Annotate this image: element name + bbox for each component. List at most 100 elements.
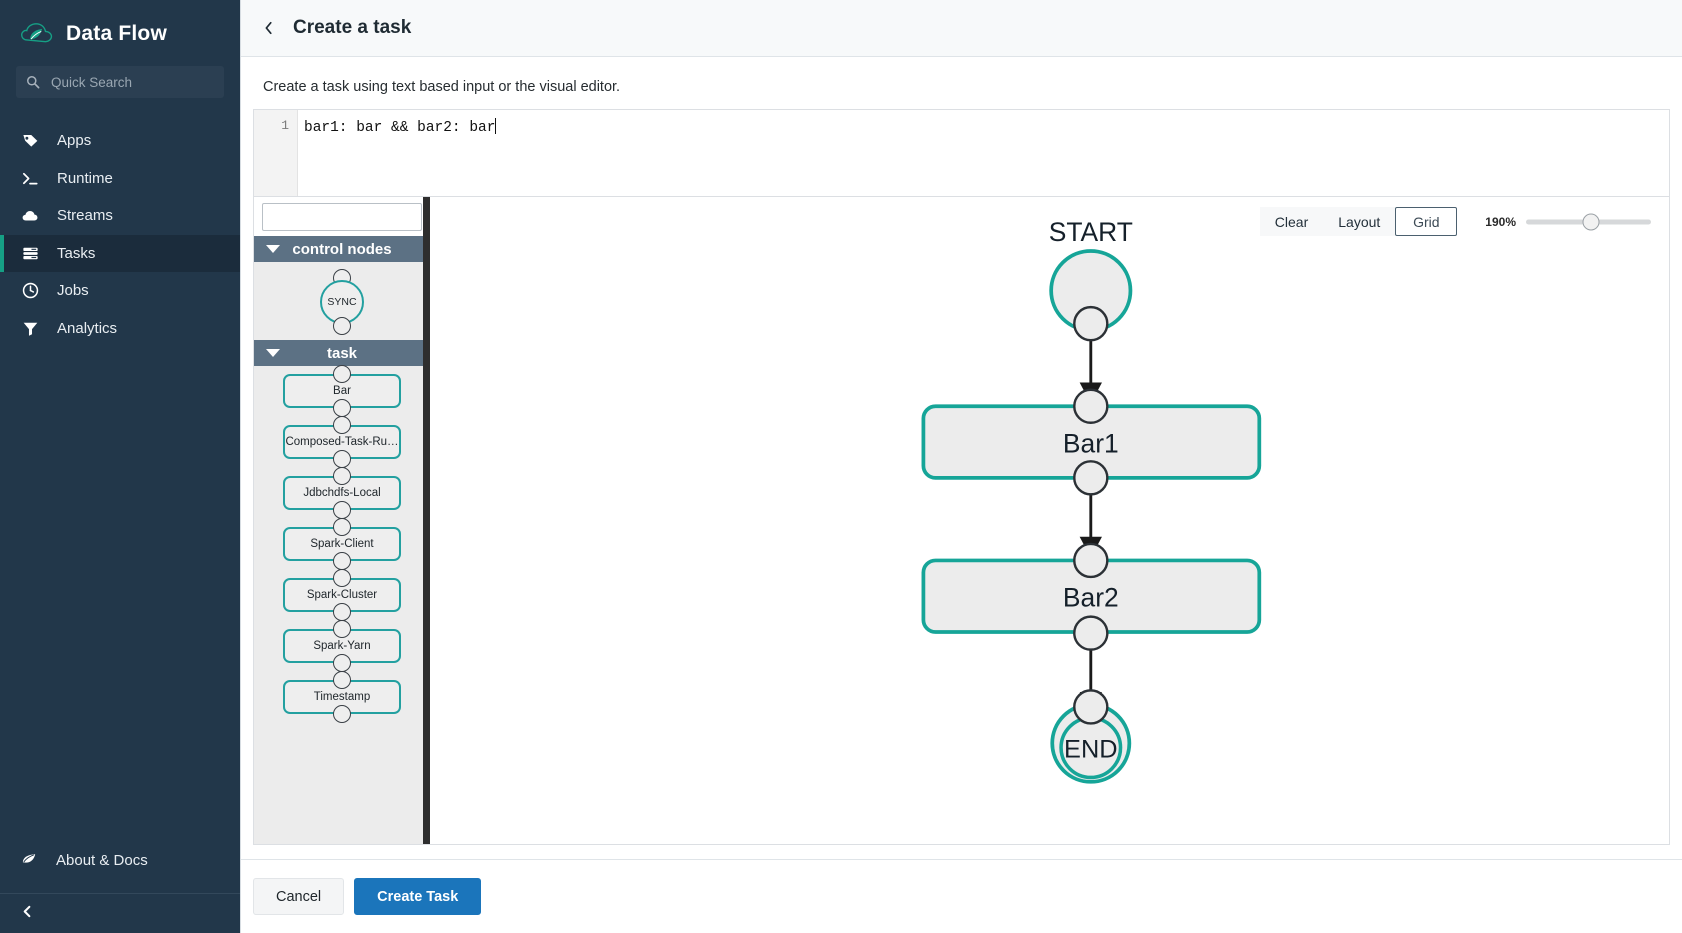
clock-icon <box>20 281 40 301</box>
back-button[interactable] <box>261 19 277 37</box>
palette-group-label: task <box>326 344 358 362</box>
palette-node[interactable]: Bar <box>283 365 401 417</box>
palette-group-body: SYNC <box>254 262 430 340</box>
palette-group-task[interactable]: task <box>254 340 430 366</box>
node-port-top[interactable] <box>333 365 351 383</box>
editor-content[interactable]: bar1: bar && bar2: bar <box>298 110 497 196</box>
chevron-left-icon <box>20 904 35 924</box>
zoom-slider-thumb[interactable] <box>1582 213 1600 230</box>
editor-gutter: 1 <box>254 110 298 196</box>
quick-search[interactable] <box>16 66 224 98</box>
flow-canvas[interactable]: Clear Layout Grid 190% <box>430 197 1669 844</box>
sidebar-item-tasks[interactable]: Tasks <box>0 234 240 272</box>
node-port-bottom[interactable] <box>333 603 351 621</box>
palette-node[interactable]: Timestamp <box>283 671 401 723</box>
sidebar-spacer <box>0 347 240 841</box>
canvas-toolbar: Clear Layout Grid 190% <box>1259 207 1651 236</box>
sidebar: Data Flow Apps <box>0 0 240 933</box>
funnel-icon <box>20 318 40 338</box>
node-port-bottom[interactable] <box>333 705 351 723</box>
leaf-cloud-logo-icon <box>20 21 54 47</box>
node-port-top[interactable] <box>333 671 351 689</box>
node-port-top[interactable] <box>333 416 351 434</box>
dsl-editor[interactable]: 1 bar1: bar && bar2: bar <box>253 109 1670 197</box>
palette-scroll-area[interactable]: control nodes SYNC task <box>254 236 430 844</box>
palette-node[interactable]: Spark-Yarn <box>283 620 401 672</box>
sidebar-item-apps[interactable]: Apps <box>0 122 240 160</box>
node-port-top[interactable] <box>333 569 351 587</box>
node-port-bottom[interactable] <box>333 552 351 570</box>
sidebar-collapse-button[interactable] <box>0 893 240 933</box>
search-input[interactable] <box>49 73 214 91</box>
palette-node[interactable]: Composed-Task-Ru… <box>283 416 401 468</box>
node-port-top[interactable] <box>333 467 351 485</box>
palette-node[interactable]: Spark-Client <box>283 518 401 570</box>
node-port-bottom[interactable] <box>333 654 351 672</box>
search-icon <box>26 75 40 89</box>
page-description: Create a task using text based input or … <box>263 79 621 95</box>
node-port-top[interactable] <box>1073 542 1109 579</box>
page-header: Create a task <box>241 0 1682 57</box>
sidebar-item-runtime[interactable]: Runtime <box>0 160 240 198</box>
sidebar-item-label: Analytics <box>57 319 118 337</box>
node-port-bottom[interactable] <box>333 450 351 468</box>
node-port-bottom[interactable] <box>333 399 351 417</box>
cloud-icon <box>20 206 40 226</box>
terminal-icon <box>20 168 40 188</box>
node-port-top[interactable] <box>333 620 351 638</box>
layout-button[interactable]: Layout <box>1323 207 1396 236</box>
start-node-label: START <box>1049 217 1133 247</box>
leaf-icon <box>20 849 39 872</box>
tasks-icon <box>20 243 40 263</box>
palette-node[interactable]: Jdbchdfs-Local <box>283 467 401 519</box>
sidebar-item-label: Apps <box>57 132 92 150</box>
tag-icon <box>20 131 40 151</box>
clear-button[interactable]: Clear <box>1259 207 1324 236</box>
node-port-top[interactable] <box>333 518 351 536</box>
palette-search-input[interactable] <box>262 203 422 231</box>
visual-editor: control nodes SYNC task <box>253 197 1670 845</box>
node-port-top[interactable] <box>1073 388 1109 424</box>
create-task-button[interactable]: Create Task <box>354 878 482 915</box>
palette-node-label: SYNC <box>320 280 364 324</box>
node-port-bottom[interactable] <box>333 501 351 519</box>
node-port-bottom[interactable] <box>1073 615 1109 651</box>
sidebar-item-label: About & Docs <box>56 851 148 869</box>
sidebar-item-streams[interactable]: Streams <box>0 197 240 235</box>
cancel-button[interactable]: Cancel <box>253 878 345 915</box>
grid-toggle-button[interactable]: Grid <box>1395 207 1458 236</box>
sidebar-item-label: Tasks <box>57 244 96 262</box>
text-caret <box>495 118 497 134</box>
end-node-label: END <box>1064 736 1117 764</box>
editor-code-text: bar1: bar && bar2: bar <box>304 120 496 136</box>
sidebar-item-about-docs[interactable]: About & Docs <box>0 841 240 879</box>
task-graph[interactable]: START Bar1 <box>430 197 1669 844</box>
task-node-label: Bar2 <box>1063 583 1119 613</box>
palette-group-control-nodes[interactable]: control nodes <box>254 236 430 262</box>
line-number: 1 <box>281 118 289 133</box>
zoom-control: 190% <box>1485 213 1651 231</box>
page-title: Create a task <box>293 17 412 38</box>
palette-group-body: Bar Composed-Task-Ru… Jdbchdfs-Local <box>254 365 430 723</box>
sidebar-item-label: Streams <box>57 207 113 225</box>
node-port-bottom[interactable] <box>333 317 351 335</box>
node-port-bottom[interactable] <box>1073 305 1109 342</box>
brand: Data Flow <box>0 0 240 62</box>
sidebar-item-analytics[interactable]: Analytics <box>0 310 240 348</box>
task-node-label: Bar1 <box>1063 429 1119 459</box>
sidebar-item-jobs[interactable]: Jobs <box>0 272 240 310</box>
node-port-bottom[interactable] <box>1073 460 1109 496</box>
palette-node-sync[interactable]: SYNC <box>317 269 367 335</box>
graph-node-bar1: Bar1 <box>921 388 1262 496</box>
task-create-body: Create a task using text based input or … <box>241 57 1682 859</box>
palette-scrollbar[interactable] <box>423 197 430 844</box>
node-palette: control nodes SYNC task <box>254 197 430 844</box>
node-port-top[interactable] <box>1073 689 1109 725</box>
sidebar-item-label: Jobs <box>57 282 89 300</box>
palette-group-label: control nodes <box>292 240 392 258</box>
palette-node[interactable]: Spark-Cluster <box>283 569 401 621</box>
zoom-level-label: 190% <box>1485 214 1516 229</box>
brand-title: Data Flow <box>66 22 167 45</box>
sidebar-item-label: Runtime <box>57 169 113 187</box>
zoom-slider[interactable] <box>1526 213 1651 231</box>
